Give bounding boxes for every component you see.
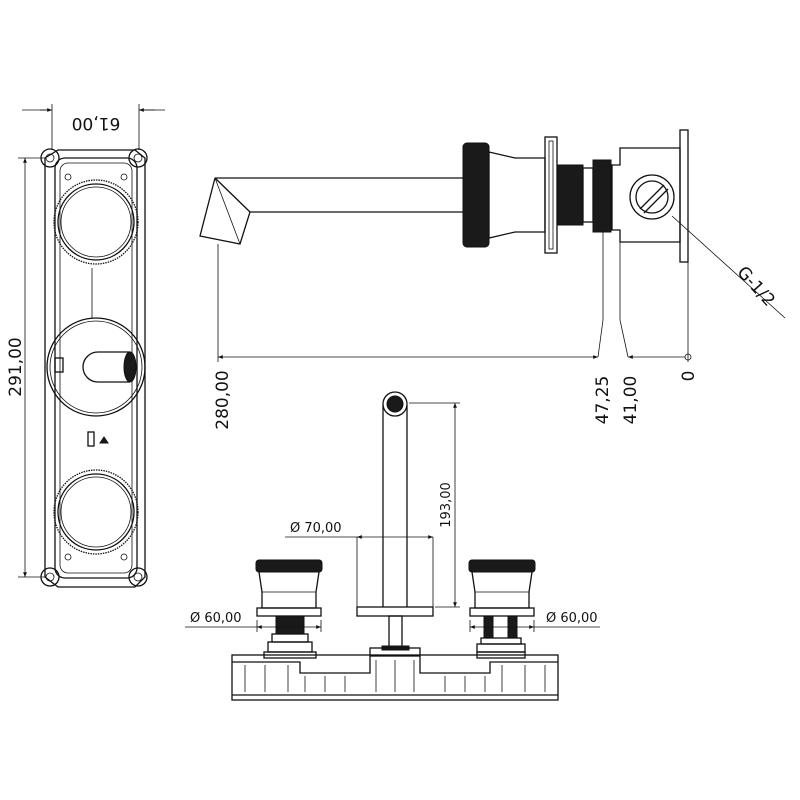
right-handle (468, 559, 536, 659)
width-dimension: 61,00 (72, 113, 121, 133)
bottom-view: 193,00 Ø 70,00 Ø 60,00 Ø 60,00 (185, 391, 600, 701)
side-view: 280,00 47,25 41,00 0 G-1/2 (199, 129, 786, 430)
spout-height-dimension: 193,00 (439, 482, 454, 528)
base-plate (231, 647, 559, 701)
left-handle (255, 559, 323, 659)
center-diverter (46, 268, 146, 447)
spout-reach-dimension: 280,00 (213, 370, 233, 429)
top-knurled-knob (53, 179, 139, 265)
valve-body (611, 129, 689, 263)
left-handle-diameter-dimension: Ø 60,00 (190, 611, 242, 626)
front-view-rough-in-box: 61,00 291,00 (6, 104, 165, 588)
dimension-41-00: 41,00 (621, 376, 641, 425)
spout-diameter-dimension: Ø 70,00 (290, 521, 342, 536)
knurled-handle (462, 142, 546, 248)
dimension-zero: 0 (679, 371, 699, 382)
spout (199, 177, 463, 245)
bottom-knurled-knob (53, 469, 139, 555)
mounting-ears (40, 148, 148, 587)
spout-column (356, 391, 434, 651)
height-dimension: 291,00 (6, 337, 26, 396)
right-handle-diameter-dimension: Ø 60,00 (546, 611, 598, 626)
dimension-47-25: 47,25 (593, 376, 613, 425)
thread-callout: G-1/2 (733, 263, 779, 311)
